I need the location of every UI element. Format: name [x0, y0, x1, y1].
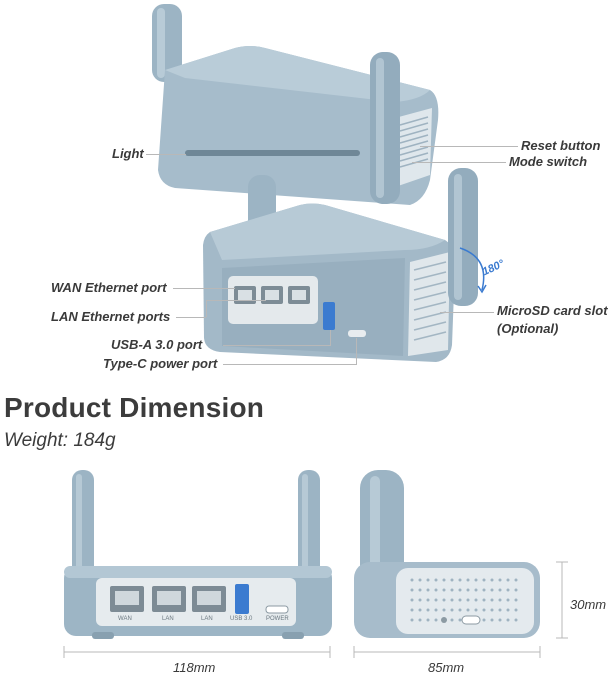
antenna-right-top	[370, 52, 400, 204]
side-vents-top	[395, 108, 432, 186]
front-usb-port	[235, 584, 249, 614]
rotation-arc-icon	[459, 247, 485, 291]
front-port-label-lan1: LAN	[162, 616, 174, 622]
microsd-optional-label: (Optional)	[497, 321, 559, 336]
usb-port-label: USB-A 3.0 port	[111, 337, 203, 352]
front-typec-port	[265, 605, 289, 614]
light-label: Light	[112, 146, 144, 161]
router-front-view	[63, 470, 568, 658]
usb-port-top	[323, 302, 335, 330]
light-leader	[146, 154, 186, 155]
mode-switch-label: Mode switch	[509, 154, 588, 169]
width-dimension: 118mm	[173, 660, 216, 675]
front-port-label-power: POWER	[266, 616, 289, 622]
reset-button-leader	[420, 146, 518, 147]
front-port-label-usb: USB 3.0	[230, 616, 253, 622]
lan-ports-label: LAN Ethernet ports	[51, 309, 171, 324]
front-port-label-lan2: LAN	[201, 616, 213, 622]
front-port-label-wan: WAN	[118, 616, 132, 622]
section-title: Product Dimension	[4, 392, 265, 423]
depth-dimension: 85mm	[428, 660, 465, 675]
router-top-illustration	[152, 4, 487, 362]
light-indicator	[185, 150, 360, 156]
side-button	[461, 615, 481, 625]
typec-port-leader	[223, 364, 357, 365]
side-reset-hole	[441, 617, 447, 623]
antenna-right-front	[298, 470, 320, 582]
wan-port-label: WAN Ethernet port	[51, 280, 167, 295]
wan-port-leader	[173, 288, 235, 289]
reset-button-label: Reset button	[521, 138, 601, 153]
antenna-right-back	[448, 168, 478, 306]
antenna-left-front	[72, 470, 94, 582]
lan-ports-leader	[176, 317, 206, 318]
usb-port-leader	[223, 345, 331, 346]
typec-port-top	[348, 330, 366, 337]
side-vents	[410, 578, 518, 622]
height-dimension: 30mm	[570, 597, 607, 612]
microsd-leader	[440, 312, 494, 313]
typec-port-label: Type-C power port	[103, 356, 218, 371]
mode-switch-leader	[412, 162, 506, 163]
weight-text: Weight: 184g	[4, 430, 116, 451]
microsd-slot-label: MicroSD card slot	[497, 303, 608, 318]
